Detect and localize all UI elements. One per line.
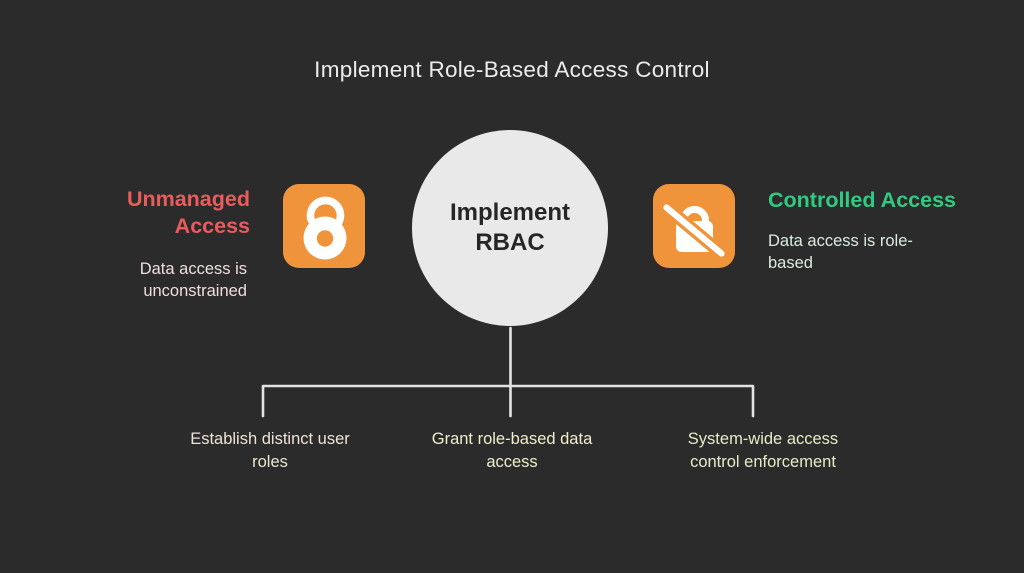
branch-label-system-wide-enforcement: System-wide access control enforcement bbox=[687, 430, 839, 471]
center-node-label: Implement RBAC bbox=[449, 199, 571, 256]
controlled-access-description: Data access is role-based bbox=[768, 232, 913, 272]
unmanaged-icon-tile bbox=[283, 184, 365, 268]
center-node-circle: Implement RBAC bbox=[412, 130, 608, 326]
unlock-open-icon bbox=[283, 184, 365, 268]
unmanaged-access-description: Data access is unconstrained bbox=[139, 260, 247, 300]
controlled-access-heading: Controlled Access bbox=[768, 188, 956, 212]
tree-connector-path bbox=[261, 326, 755, 418]
controlled-icon-tile bbox=[653, 184, 735, 268]
branch-label-distinct-user-roles: Establish distinct user roles bbox=[190, 430, 350, 471]
branch-label-role-based-data-access: Grant role-based data access bbox=[431, 430, 593, 471]
lock-slash-icon bbox=[653, 184, 735, 268]
unmanaged-access-heading: Unmanaged Access bbox=[126, 187, 250, 238]
diagram-title: Implement Role-Based Access Control bbox=[314, 57, 710, 82]
